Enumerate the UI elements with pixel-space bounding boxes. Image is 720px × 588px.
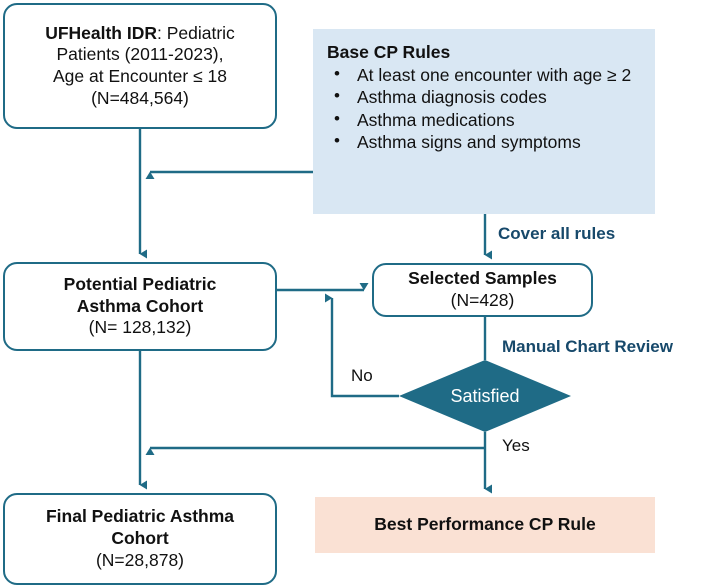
node-best-label: Best Performance CP Rule: [374, 514, 596, 535]
bullet-icon: •: [334, 64, 340, 83]
node-potential-line-1: Potential Pediatric: [63, 273, 217, 294]
edge-label-yes: Yes: [502, 436, 530, 455]
bullet-icon: •: [334, 86, 340, 106]
node-best-performance-rule: Best Performance CP Rule: [315, 497, 655, 553]
base-cp-rules-list: • At least one encounter with age ≥ 2 • As…: [327, 64, 631, 154]
node-potential-cohort: Potential Pediatric Asthma Cohort (N= 12…: [3, 262, 277, 351]
node-potential-line-2: Asthma Cohort: [76, 295, 204, 316]
base-cp-rules-item-0: • At least one encounter with age ≥ 2: [327, 64, 631, 86]
edge-label-no: No: [351, 366, 373, 385]
node-source-line-3: Age at Encounter ≤ 18: [52, 66, 228, 86]
node-source-line-2: Patients (2011-2023),: [56, 44, 224, 65]
node-final-line-1: Final Pediatric Asthma: [45, 506, 234, 527]
node-selected-line-2: (N=428): [450, 290, 515, 310]
node-source-emphasis: UFHealth IDR: [45, 22, 157, 43]
edge-label-manual-chart-review: Manual Chart Review: [502, 337, 673, 356]
node-decision-satisfied: Satisfied: [399, 360, 571, 432]
base-cp-rules-item-1-label: Asthma diagnosis codes: [357, 87, 547, 108]
edge-label-cover-all-rules: Cover all rules: [498, 224, 616, 243]
base-cp-rules-item-1: • Asthma diagnosis codes: [327, 86, 631, 108]
base-cp-rules-item-0-label: At least one encounter with age ≥ 2: [357, 65, 632, 85]
node-base-cp-rules: Base CP Rules • At least one encounter wi…: [313, 29, 655, 214]
node-source-line-1: UFHealth IDR: Pediatric: [45, 23, 235, 45]
node-selected-line-1: Selected Samples: [408, 268, 557, 289]
node-final-line-3: (N=28,878): [95, 549, 185, 570]
node-source-cohort: UFHealth IDR: Pediatric Patients (2011-2…: [3, 3, 277, 129]
base-cp-rules-title: Base CP Rules: [327, 42, 451, 62]
node-final-cohort: Final Pediatric Asthma Cohort (N=28,878): [3, 493, 277, 585]
bullet-icon: •: [334, 108, 340, 128]
node-potential-line-3: (N= 128,132): [88, 317, 192, 338]
base-cp-rules-item-2: • Asthma medications: [327, 109, 631, 131]
base-cp-rules-item-2-label: Asthma medications: [357, 109, 515, 130]
node-selected-samples: Selected Samples (N=428): [372, 263, 593, 317]
base-cp-rules-item-3-label: Asthma signs and symptoms: [357, 132, 581, 153]
base-cp-rules-item-3: • Asthma signs and symptoms: [327, 131, 631, 153]
decision-label: Satisfied: [450, 385, 520, 406]
node-source-line-1-rest: : Pediatric: [157, 22, 235, 43]
node-final-line-2: Cohort: [111, 528, 169, 549]
node-source-line-4: (N=484,564): [91, 87, 189, 108]
bullet-icon: •: [334, 131, 340, 151]
